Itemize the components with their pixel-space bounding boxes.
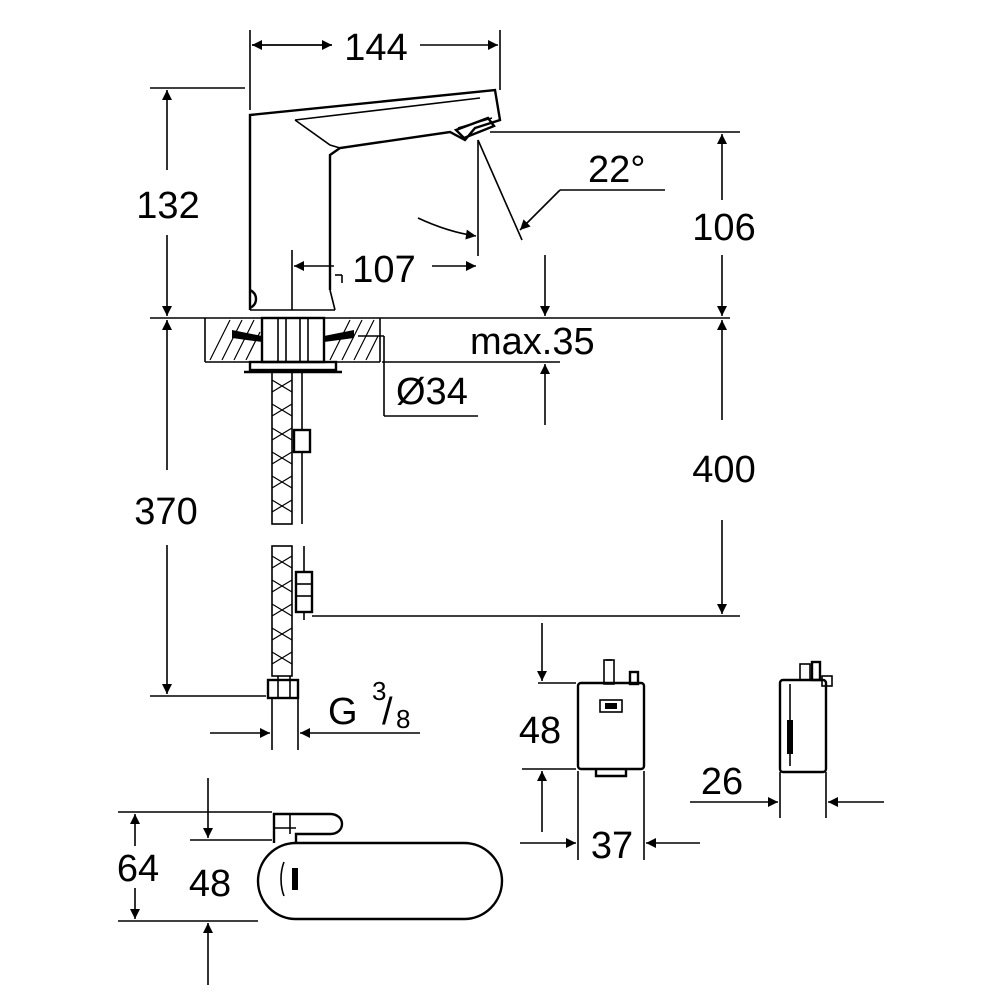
dim-106: 106 — [692, 207, 755, 249]
dimension-lines — [150, 30, 740, 738]
dim-thread-den: 8 — [396, 704, 410, 734]
dim-top-48: 48 — [189, 863, 231, 905]
dim-top-64: 64 — [117, 848, 159, 890]
dim-107: 107 — [352, 249, 415, 291]
counter-section — [150, 316, 730, 374]
faucet-side-view — [248, 88, 502, 311]
dim-box-37: 37 — [591, 825, 633, 867]
sensor-cable — [292, 372, 314, 620]
supply-hose — [266, 371, 300, 750]
dim-thread-g: G — [328, 691, 358, 733]
dim-400: 400 — [692, 449, 755, 491]
dim-132: 132 — [136, 185, 199, 227]
dim-diameter-34: Ø34 — [396, 371, 468, 413]
dim-box-26: 26 — [701, 761, 743, 803]
control-box-side — [690, 660, 884, 818]
faucet-top-view — [118, 778, 504, 985]
dim-22-deg: 22° — [588, 149, 645, 191]
dim-370: 370 — [134, 491, 197, 533]
dim-thread-slash: / — [382, 691, 393, 733]
dim-box-48: 48 — [519, 710, 561, 752]
dim-thread-num: 3 — [372, 676, 386, 706]
control-box-front — [520, 623, 700, 860]
dim-max-35: max.35 — [470, 321, 595, 363]
dim-144: 144 — [344, 27, 407, 69]
